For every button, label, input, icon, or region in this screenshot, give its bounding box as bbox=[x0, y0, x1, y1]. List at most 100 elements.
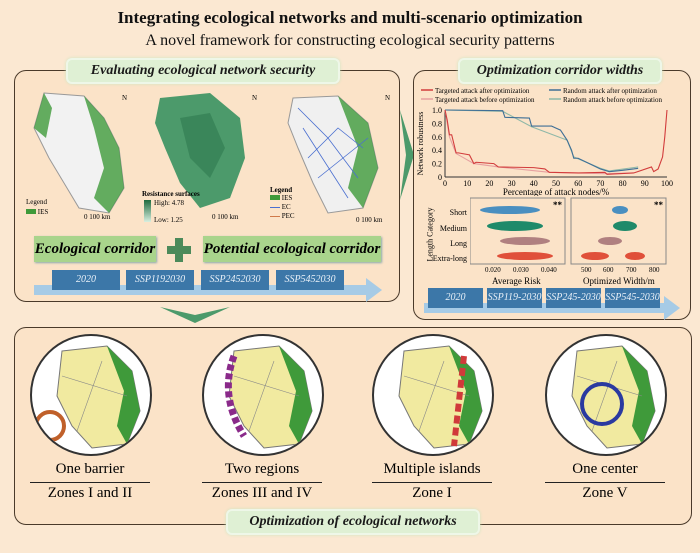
x-tick-label: 70 bbox=[596, 179, 604, 188]
legend-label: PEC bbox=[281, 212, 295, 220]
y-tick-label: 0.6 bbox=[432, 133, 442, 142]
series-line bbox=[444, 109, 639, 172]
scenario-2020: 2020 bbox=[52, 270, 120, 290]
case-map-4 bbox=[545, 334, 667, 456]
resistance-legend-title: Resistance surfaces bbox=[142, 190, 200, 198]
significance-left: ** bbox=[553, 200, 562, 210]
resistance-high: High: 4.78 bbox=[154, 199, 184, 207]
legend-ec: EC bbox=[270, 203, 291, 211]
series-line bbox=[444, 109, 634, 175]
legend-label: IES bbox=[281, 194, 293, 202]
map-corridors: N Legend IES EC PEC 0 100 km bbox=[268, 88, 393, 228]
map-resistance: N Resistance surfaces High: 4.78 Low: 1.… bbox=[140, 88, 260, 228]
plus-icon bbox=[167, 238, 191, 262]
timeline-arrow-right bbox=[424, 303, 664, 313]
map1-legend-ies: IES bbox=[26, 208, 48, 216]
scenario-2020: 2020 bbox=[428, 288, 483, 308]
scenario-ssp545: SSP5452030 bbox=[276, 270, 344, 290]
map3-legend-title: Legend bbox=[270, 186, 293, 194]
case-title: Multiple islands bbox=[383, 461, 481, 477]
legend-entry: Random attack before optimization bbox=[563, 96, 662, 104]
case-map-1 bbox=[30, 334, 152, 456]
category-long: Long bbox=[450, 239, 467, 248]
legend-label: IES bbox=[37, 208, 49, 216]
timeline-arrowhead bbox=[664, 296, 680, 320]
timeline-arrowhead bbox=[366, 278, 382, 302]
scenario-ssp245: SSP245-2030 bbox=[546, 288, 601, 308]
scale-bar: 0 100 km bbox=[84, 213, 111, 221]
potential-ecological-corridor-box: Potential ecological corridor bbox=[203, 236, 381, 262]
x-tick-label: 80 bbox=[619, 179, 627, 188]
case-title: One center bbox=[572, 461, 638, 477]
x-tick-label: 100 bbox=[661, 179, 673, 188]
violin-plots bbox=[470, 197, 667, 265]
y-axis-label: Network robustness bbox=[416, 112, 425, 176]
category-medium: Medium bbox=[439, 224, 467, 233]
risk-tick: 0.040 bbox=[541, 266, 557, 274]
legend-entry: Targeted attack after optimization bbox=[435, 87, 530, 95]
y-tick-label: 0.2 bbox=[432, 160, 442, 169]
risk-tick: 0.020 bbox=[485, 266, 501, 274]
bottom-panel-heading: Optimization of ecological networks bbox=[226, 509, 480, 535]
series-line bbox=[444, 109, 668, 175]
divider bbox=[202, 482, 322, 483]
width-tick: 800 bbox=[649, 266, 660, 274]
divider bbox=[545, 482, 665, 483]
significance-right: ** bbox=[654, 200, 663, 210]
resistance-low: Low: 1.25 bbox=[154, 216, 183, 224]
x-tick-label: 90 bbox=[641, 179, 649, 188]
case-title: One barrier bbox=[55, 461, 125, 477]
x-tick-label: 60 bbox=[574, 179, 582, 188]
violin-chart: Length Category Short Medium Long Extra-… bbox=[413, 196, 689, 274]
case-zones: Zone I bbox=[412, 485, 452, 501]
resistance-gradient bbox=[144, 200, 151, 222]
y-tick-label: 0.4 bbox=[432, 146, 442, 155]
risk-tick: 0.030 bbox=[513, 266, 529, 274]
legend-ies: IES bbox=[270, 194, 292, 202]
x-tick-label: 20 bbox=[485, 179, 493, 188]
x-tick-label: 40 bbox=[530, 179, 538, 188]
map-ies: N Legend IES 0 100 km bbox=[24, 88, 134, 228]
case-title: Two regions bbox=[224, 461, 300, 477]
y-tick-label: 1.0 bbox=[432, 106, 442, 115]
left-panel-heading: Evaluating ecological network security bbox=[66, 58, 340, 84]
legend-label: EC bbox=[281, 203, 291, 211]
right-panel bbox=[413, 70, 691, 320]
corridor-map-graphic: N bbox=[287, 94, 390, 214]
width-xlabel: Optimized Width/m bbox=[583, 276, 655, 286]
legend-entry: Random attack after optimization bbox=[563, 87, 657, 95]
divider bbox=[372, 482, 492, 483]
x-tick-label: 30 bbox=[508, 179, 516, 188]
x-tick-label: 50 bbox=[552, 179, 560, 188]
x-axis-label: Percentage of attack nodes/% bbox=[503, 187, 610, 196]
timeline-arrow-left bbox=[34, 285, 366, 295]
series-line bbox=[444, 109, 639, 173]
svg-text:N: N bbox=[385, 94, 390, 102]
divider bbox=[30, 482, 150, 483]
legend-entry: Targeted attack before optimization bbox=[435, 96, 535, 104]
case-zones: Zones III and IV bbox=[211, 485, 313, 501]
legend-pec: PEC bbox=[270, 212, 295, 220]
case-zones: Zone V bbox=[582, 485, 628, 501]
main-title: Integrating ecological networks and mult… bbox=[117, 8, 583, 27]
y-tick-label: 0.8 bbox=[432, 119, 442, 128]
case-map-2 bbox=[202, 334, 324, 456]
map1-legend-title: Legend bbox=[26, 198, 47, 206]
category-extra-long: Extra-long bbox=[432, 254, 467, 263]
arrow-right-icon bbox=[400, 110, 414, 200]
scale-bar: 0 100 km bbox=[356, 216, 383, 224]
svg-text:N: N bbox=[252, 94, 257, 102]
category-short: Short bbox=[449, 208, 467, 217]
risk-xlabel: Average Risk bbox=[492, 276, 541, 286]
resistance-surface-graphic: N bbox=[155, 93, 257, 208]
case-map-3 bbox=[372, 334, 494, 456]
scenario-ssp119: SSP119-2030 bbox=[487, 288, 542, 308]
subtitle: A novel framework for constructing ecolo… bbox=[145, 32, 555, 49]
y-tick-label: 0 bbox=[438, 173, 442, 182]
width-tick: 500 bbox=[581, 266, 592, 274]
scenario-ssp119: SSP1192030 bbox=[126, 270, 194, 290]
north-arrow: N bbox=[122, 94, 127, 102]
width-tick: 700 bbox=[626, 266, 637, 274]
map-ies-graphic: N bbox=[33, 92, 127, 214]
